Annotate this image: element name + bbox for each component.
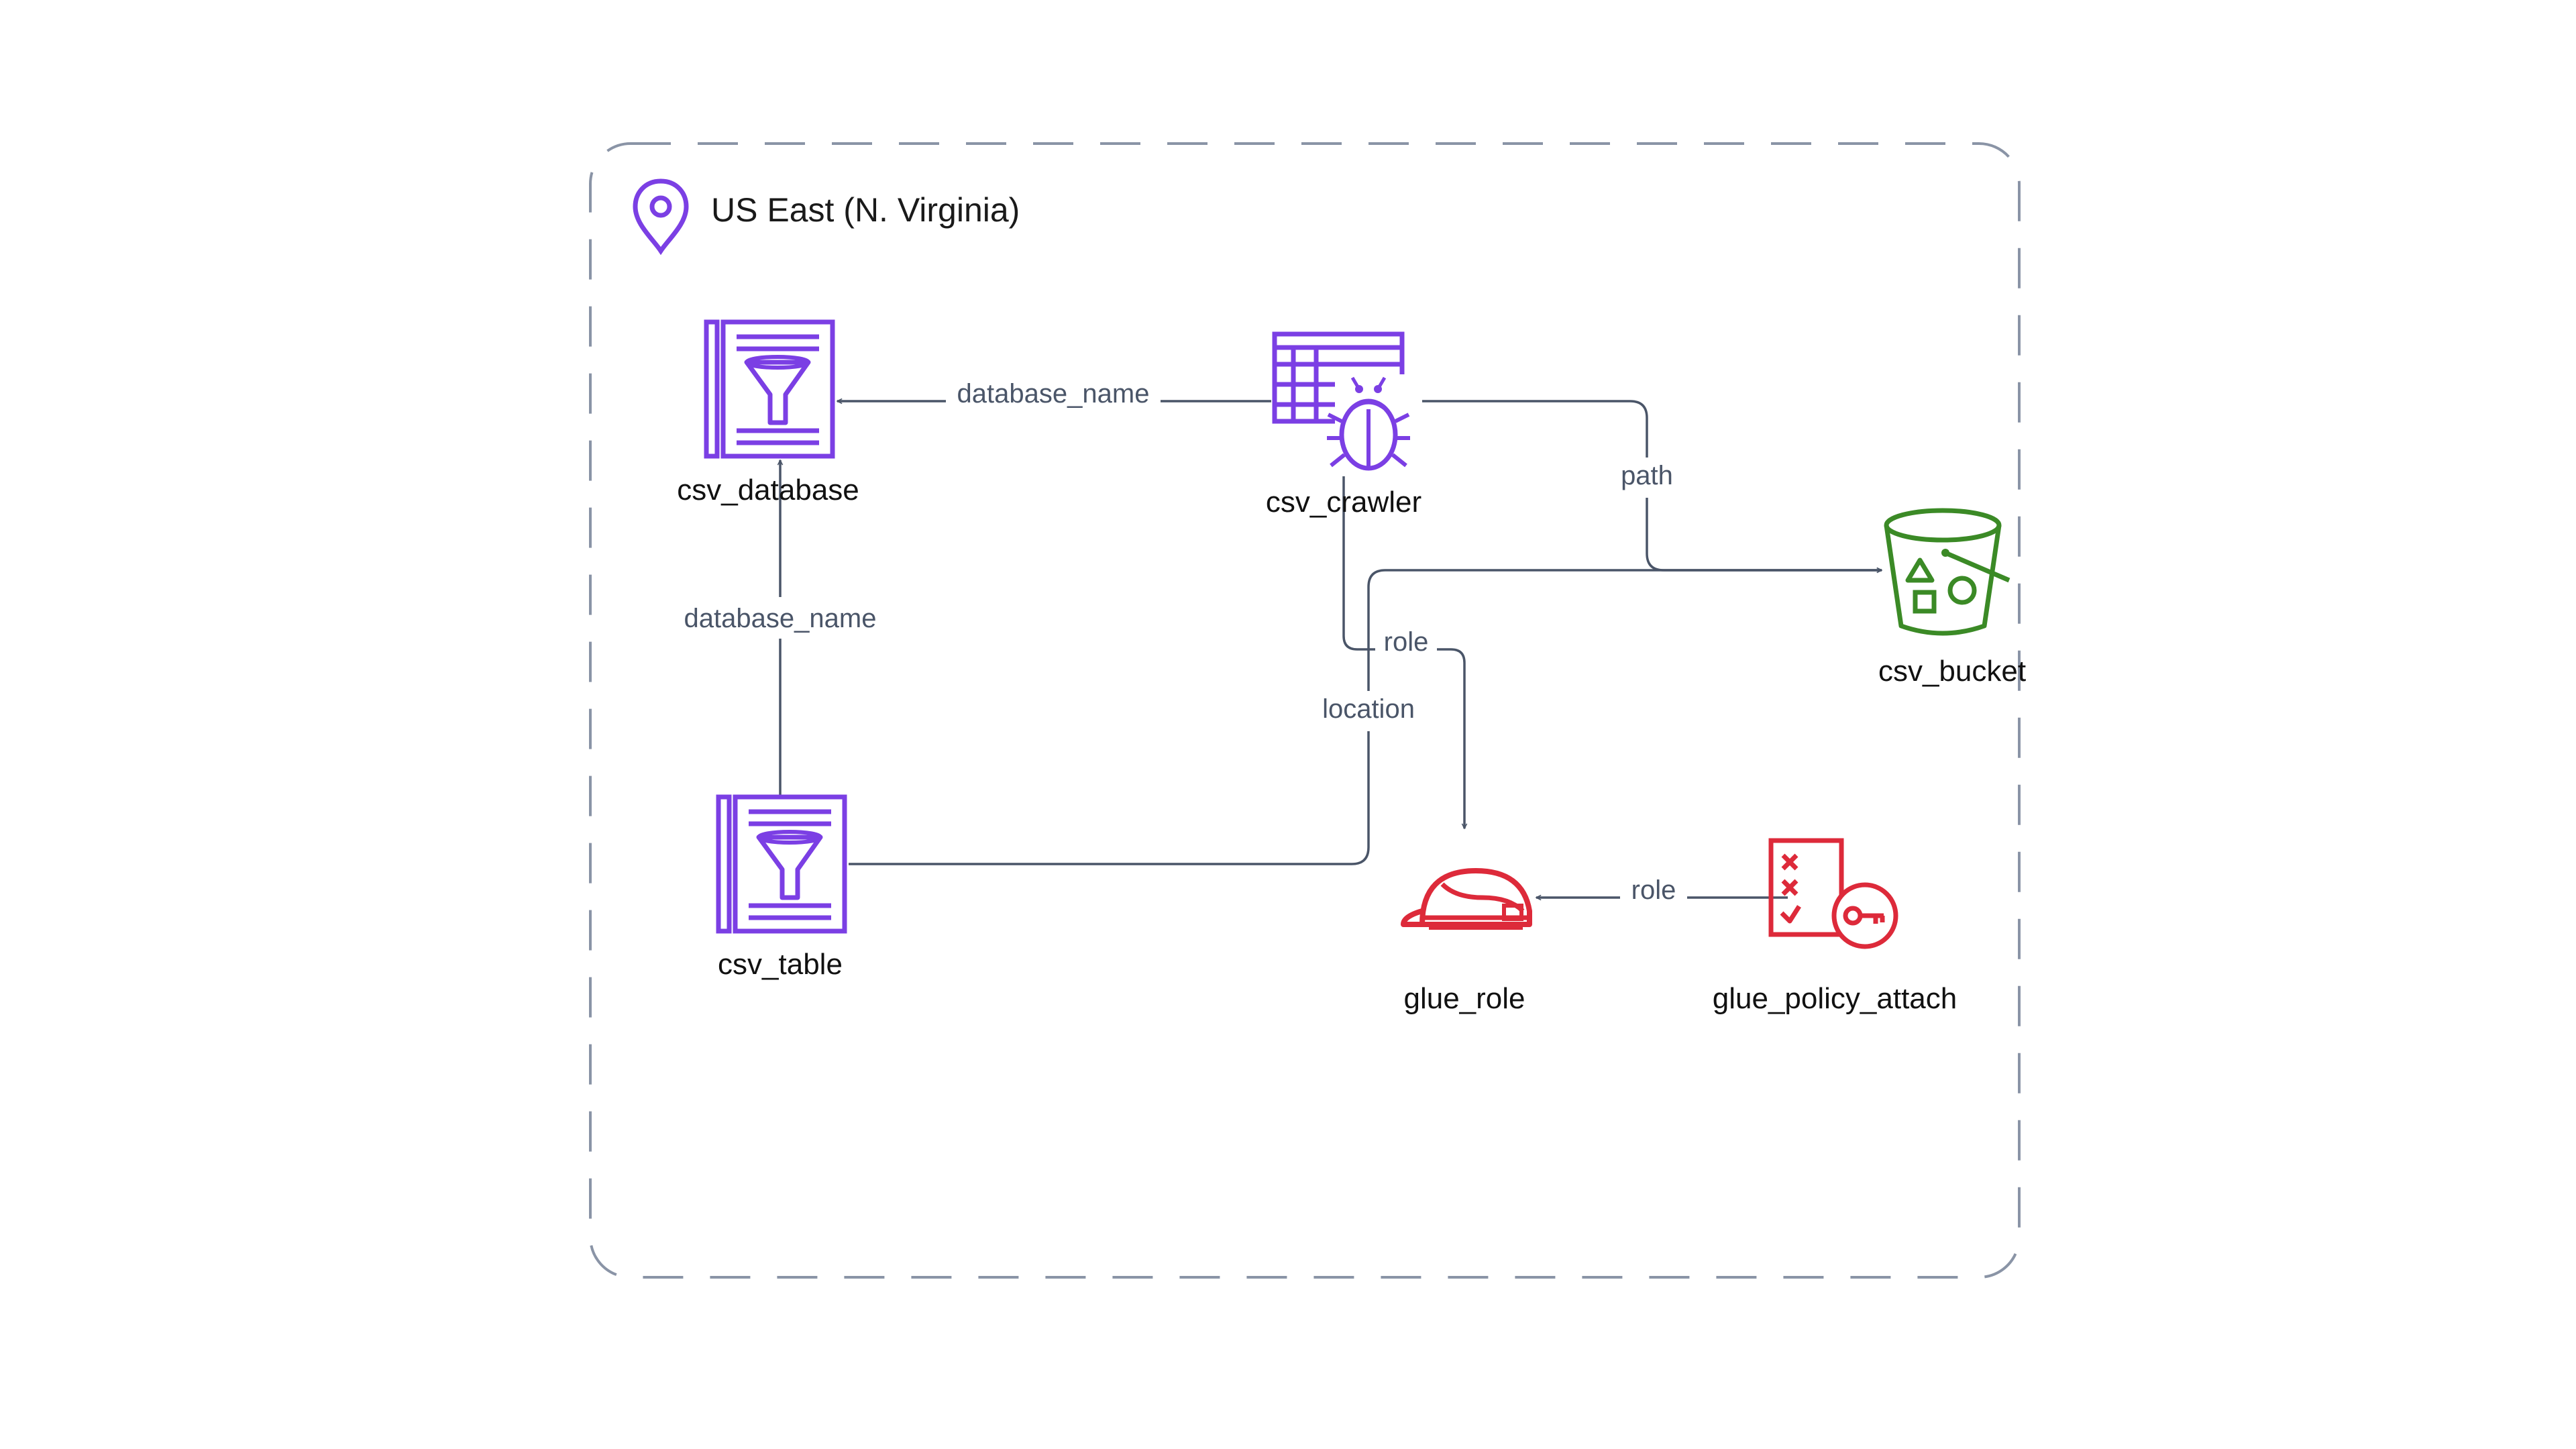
node-csv-table[interactable]: csv_table — [716, 794, 847, 981]
region-label: US East (N. Virginia) — [711, 191, 1020, 229]
edge-table-to-database: database_name — [674, 460, 886, 795]
node-label-glue-policy-attach: glue_policy_attach — [1713, 982, 1957, 1015]
node-glue-policy-attach[interactable]: glue_policy_attach — [1713, 838, 1957, 1015]
edges: database_name path database_name role lo… — [674, 376, 1882, 912]
nodes: csv_database — [677, 319, 2026, 1015]
edge-label-location: location — [1322, 694, 1415, 724]
location-pin-icon — [633, 178, 689, 256]
glue-data-catalog-icon-2 — [716, 794, 847, 934]
edge-label-role: role — [1384, 627, 1429, 657]
node-csv-database[interactable]: csv_database — [677, 319, 859, 506]
node-label-csv-database: csv_database — [677, 474, 859, 506]
edge-crawler-to-role: role — [1342, 476, 1464, 828]
glue-data-catalog-icon — [704, 319, 835, 459]
region-boundary — [589, 142, 2021, 1279]
edge-crawler-to-database: database_name — [837, 376, 1271, 416]
edge-table-to-bucket: location — [849, 570, 1882, 865]
node-glue-role[interactable]: glue_role — [1401, 868, 1532, 1015]
iam-policy-attachment-icon — [1768, 838, 1898, 949]
glue-crawler-icon — [1272, 331, 1422, 475]
edge-label-database-name: database_name — [957, 379, 1150, 409]
edge-crawler-to-bucket: path — [1412, 400, 1882, 570]
node-csv-bucket[interactable]: csv_bucket — [1878, 508, 2026, 688]
s3-bucket-icon — [1884, 508, 2010, 636]
node-csv-crawler[interactable]: csv_crawler — [1266, 331, 1422, 519]
node-label-csv-bucket: csv_bucket — [1878, 655, 2026, 688]
node-label-csv-table: csv_table — [718, 948, 843, 981]
region-group: US East (N. Virginia) — [589, 142, 2021, 1279]
node-label-glue-role: glue_role — [1403, 982, 1525, 1015]
edge-label-path: path — [1621, 461, 1673, 490]
edge-label-role-2: role — [1631, 875, 1676, 905]
node-label-csv-crawler: csv_crawler — [1266, 486, 1421, 519]
edge-label-database-name-2: database_name — [684, 604, 877, 633]
iam-role-icon — [1401, 868, 1532, 930]
edge-policy-to-role: role — [1536, 872, 1788, 912]
